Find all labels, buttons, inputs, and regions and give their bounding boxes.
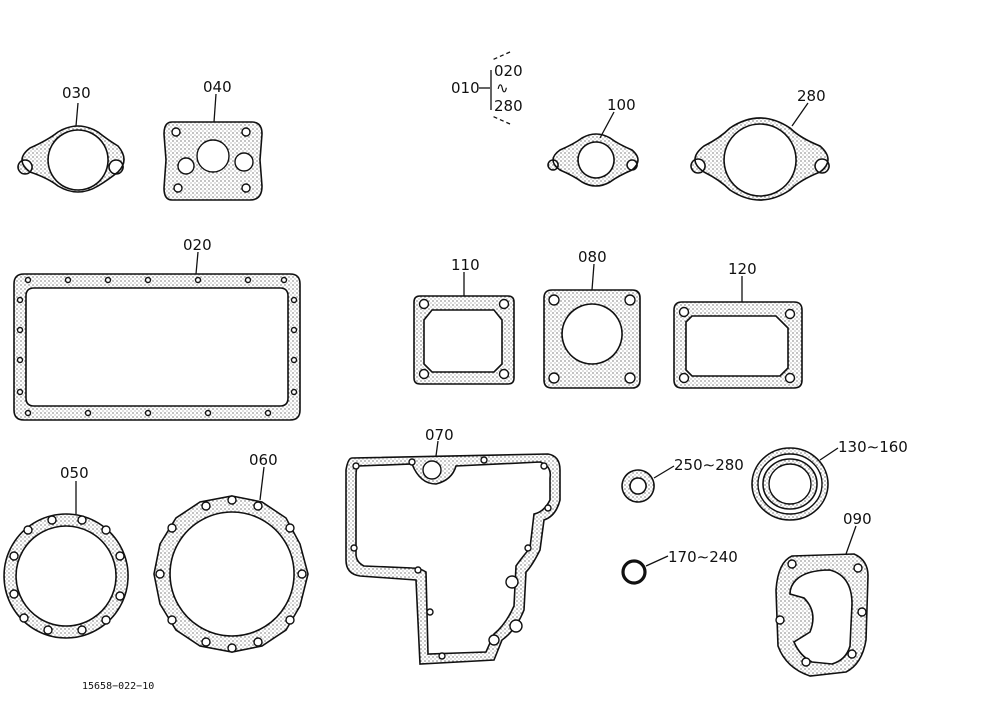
label-100: 100 xyxy=(607,96,636,114)
gasket-050: 050 xyxy=(3,464,129,639)
kit-reference-010: 010 020 ∿ 280 xyxy=(451,51,523,125)
o-ring-170-240: 170∼240 xyxy=(621,548,738,585)
label-080: 080 xyxy=(578,248,607,266)
gasket-120: 120 xyxy=(673,260,803,389)
label-280: 280 xyxy=(797,87,826,105)
drawing-code: 15658−022−10 xyxy=(82,681,154,692)
gasket-070: 070 xyxy=(345,426,561,665)
gasket-040: 040 xyxy=(163,78,263,201)
label-120: 120 xyxy=(728,260,757,278)
label-010-range-sep: ∿ xyxy=(496,79,509,97)
label-050: 050 xyxy=(60,464,89,482)
label-010: 010 xyxy=(451,79,480,97)
label-130-160: 130∼160 xyxy=(838,438,908,456)
label-170-240: 170∼240 xyxy=(668,548,738,566)
gasket-080: 080 xyxy=(543,248,641,389)
oil-seal-130-160: 130∼160 xyxy=(751,438,908,521)
gasket-030: 030 xyxy=(17,84,125,193)
gasket-090: 090 xyxy=(775,510,872,677)
gasket-060: 060 xyxy=(153,451,309,653)
label-010-range-start: 020 xyxy=(494,62,523,80)
gasket-020: 020 xyxy=(13,236,301,421)
gasket-100: 100 xyxy=(547,96,639,187)
label-010-range-end: 280 xyxy=(494,97,523,115)
label-060: 060 xyxy=(249,451,278,469)
label-030: 030 xyxy=(62,84,91,102)
label-110: 110 xyxy=(451,256,480,274)
gasket-280-top: 280 xyxy=(690,87,830,201)
label-070: 070 xyxy=(425,426,454,444)
washer-250-280: 250∼280 xyxy=(621,456,744,503)
label-090: 090 xyxy=(843,510,872,528)
label-020: 020 xyxy=(183,236,212,254)
label-040: 040 xyxy=(203,78,232,96)
label-250-280: 250∼280 xyxy=(674,456,744,474)
gasket-110: 110 xyxy=(413,256,515,385)
